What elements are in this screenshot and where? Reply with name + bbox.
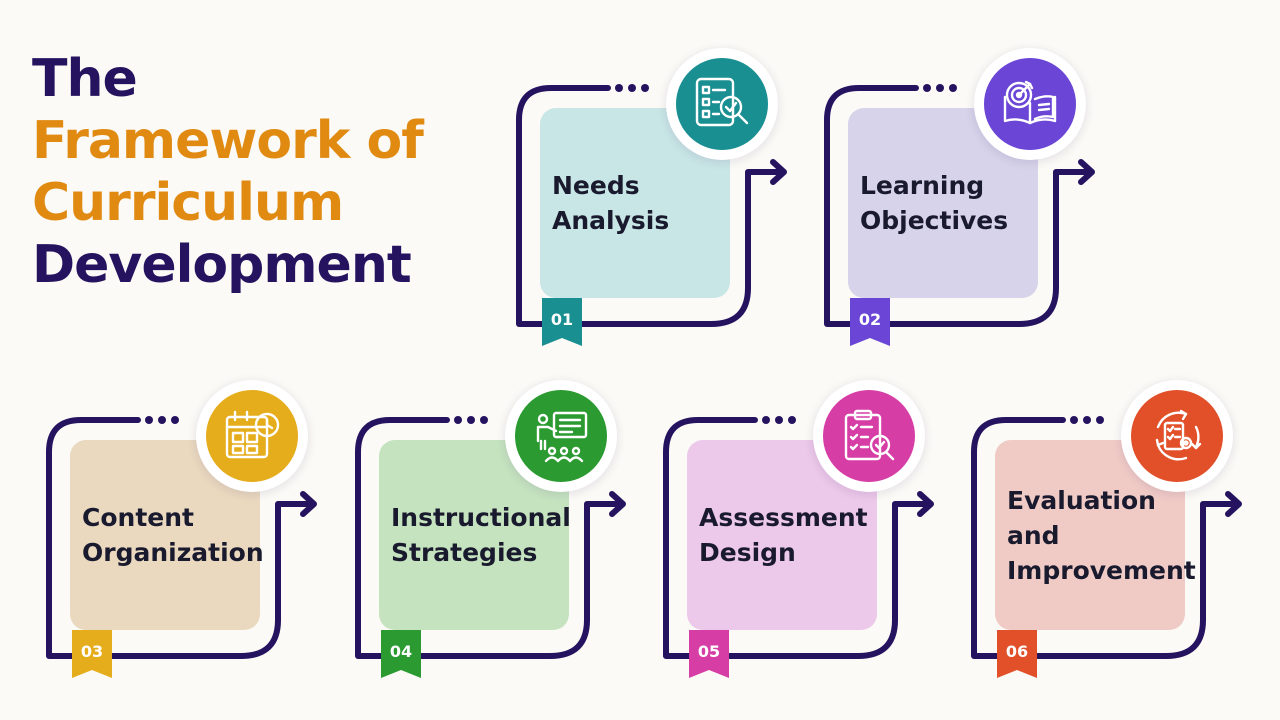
title-line-3: Curriculum: [32, 173, 344, 233]
step-number: 04: [389, 642, 413, 661]
step-number: 06: [1005, 642, 1029, 661]
title-line-1: The: [32, 49, 138, 109]
step-frame: [516, 84, 787, 327]
page-title: The Framework of Curriculum Development: [32, 48, 424, 296]
step-icon-badge: [813, 380, 925, 492]
clipboard-check-icon: [844, 409, 895, 461]
step-frame: [824, 84, 1095, 327]
step-frame: [355, 416, 626, 659]
step-frame: [663, 416, 934, 659]
step-icon-badge: [1121, 380, 1233, 492]
teacher-board-icon: [536, 411, 588, 463]
title-line-4: Development: [32, 235, 412, 295]
checklist-magnifier-icon: [695, 77, 749, 127]
step-number-badge: 04: [381, 630, 421, 688]
step-number: 05: [697, 642, 721, 661]
step-number-badge: 01: [542, 298, 582, 356]
step-icon-badge: [505, 380, 617, 492]
step-number: 02: [858, 310, 882, 329]
step-number-badge: 03: [72, 630, 112, 688]
step-icon-badge: [196, 380, 308, 492]
step-frame: [46, 416, 317, 659]
cycle-gear-icon: [1155, 409, 1202, 461]
step-icon-badge: [974, 48, 1086, 160]
step-number-badge: 06: [997, 630, 1037, 688]
step-number: 01: [550, 310, 574, 329]
step-icon-badge: [666, 48, 778, 160]
step-number-badge: 05: [689, 630, 729, 688]
step-frame: [971, 416, 1242, 659]
step-number: 03: [80, 642, 104, 661]
title-line-2: Framework of: [32, 111, 424, 171]
calendar-clock-icon: [225, 410, 280, 459]
target-book-icon: [1003, 80, 1057, 125]
step-number-badge: 02: [850, 298, 890, 356]
